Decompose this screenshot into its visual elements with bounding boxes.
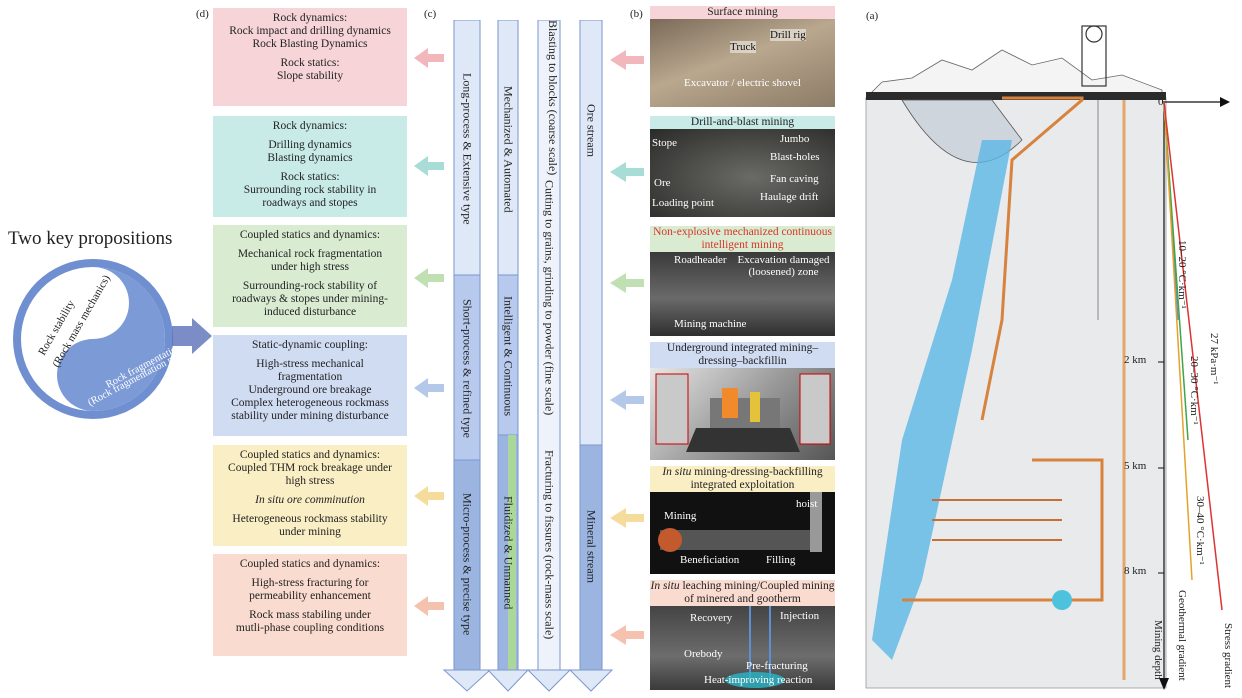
b-label: Mining bbox=[664, 510, 697, 522]
b-panel-title-italic: In situ bbox=[650, 580, 680, 592]
depth-label-5km: 5 km bbox=[1124, 460, 1147, 472]
d-box-non-explosive: Coupled statics and dynamics:Mechanical … bbox=[213, 225, 407, 327]
depth-label-8km: 8 km bbox=[1124, 565, 1147, 577]
b-label: Drill rig bbox=[770, 29, 806, 41]
c-col1-seg1: Long-process & Extensive type bbox=[460, 73, 475, 225]
gradient-20-30: 20–30 °C·km⁻¹ bbox=[1188, 355, 1200, 425]
c-col2-seg2: Intelligent & Continuous bbox=[501, 295, 516, 416]
b-arrows bbox=[610, 50, 644, 645]
axis-label-geothermal: Geothermal gradient bbox=[1176, 589, 1188, 681]
mine-section-diagram: 0 2 km 5 km 8 km 10–20 °C·km⁻¹ 20–30 °C·… bbox=[862, 20, 1242, 693]
d-box-leaching: Coupled statics and dynamics:High-stress… bbox=[213, 554, 407, 656]
yin-yang-diagram: Rock stability (Rock mass mechanics) Roc… bbox=[10, 256, 213, 422]
b-label: Roadheader bbox=[674, 254, 727, 266]
b-panel-drill-blast: Drill-and-blast mining Stope Jumbo Blast… bbox=[650, 116, 835, 217]
d-box-integrated: Static-dynamic coupling:High-stress mech… bbox=[213, 335, 407, 436]
b-panel-title: Underground integrated mining–dressing–b… bbox=[650, 342, 835, 368]
b-panel-title: Non-explosive mechanized continuous inte… bbox=[650, 226, 835, 252]
depth-label-2km: 2 km bbox=[1124, 354, 1147, 366]
b-label: Beneficiation bbox=[680, 554, 740, 566]
b-label: Injection bbox=[780, 610, 820, 622]
b-label: Heat-improving reaction bbox=[704, 674, 813, 686]
d-arrows bbox=[414, 48, 444, 616]
b-label: Stope bbox=[652, 137, 678, 149]
b-label: Blast-holes bbox=[770, 151, 820, 163]
b-panel-title: Drill-and-blast mining bbox=[650, 116, 835, 129]
b-label: Jumbo bbox=[780, 133, 810, 145]
propositions-title: Two key propositions bbox=[8, 228, 173, 249]
b-panel-leaching: In situ leaching mining/Coupled mining o… bbox=[650, 580, 835, 690]
c-columns-graphics bbox=[442, 20, 614, 692]
b-panel-non-explosive: Non-explosive mechanized continuous inte… bbox=[650, 226, 835, 336]
b-label: Haulage drift bbox=[760, 191, 819, 203]
b-label: hoist bbox=[796, 498, 818, 510]
panel-label-a: (a) bbox=[866, 10, 879, 22]
c-col3-seg3: Fracturing to fissures (rock-mass scale) bbox=[542, 450, 557, 640]
c-col1-seg2: Short-process & refined type bbox=[460, 298, 475, 438]
gradient-10-20: 10–20 °C·km⁻¹ bbox=[1176, 239, 1188, 309]
b-panel-surface: Surface mining Truck Drill rig Excavator… bbox=[650, 6, 835, 107]
gradient-30-40: 30–40 °C·km⁻¹ bbox=[1194, 495, 1206, 565]
c-col3-seg2: Cutting to grains, grinding to powder (f… bbox=[542, 180, 557, 416]
b-label: Excavation damaged (loosened) zone bbox=[737, 254, 830, 278]
b-panel-title: Surface mining bbox=[650, 6, 835, 19]
b-panel-title: leaching mining/Coupled mining of minere… bbox=[679, 580, 835, 605]
axis-label-stress: Stress gradient bbox=[1222, 623, 1234, 689]
origin-label: 0 bbox=[1158, 96, 1164, 108]
c-col4-seg2: Mineral stream bbox=[584, 509, 599, 583]
panel-label-d: (d) bbox=[196, 8, 209, 20]
c-col2-seg3: Fluidized & Unmanned bbox=[501, 496, 516, 610]
b-label: Truck bbox=[730, 41, 756, 53]
b-panel-title: mining-dressing-backfilling integrated e… bbox=[690, 466, 823, 491]
b-label: Ore bbox=[654, 177, 671, 189]
b-label: Excavator / electric shovel bbox=[684, 77, 801, 89]
b-label: Mining machine bbox=[674, 318, 747, 330]
axis-label-mining-depth: Mining depth bbox=[1152, 620, 1164, 680]
c-col4-seg1: Ore stream bbox=[584, 103, 599, 157]
stress-gradient-value: 27 kPa·m⁻¹ bbox=[1208, 333, 1220, 385]
b-panel-title-italic: In situ bbox=[662, 466, 692, 478]
panel-label-b: (b) bbox=[630, 8, 643, 20]
b-label: Orebody bbox=[684, 648, 723, 660]
d-box-surface: Rock dynamics:Rock impact and drilling d… bbox=[213, 8, 407, 106]
propositions-arrow bbox=[172, 318, 212, 354]
b-label: Loading point bbox=[652, 197, 715, 209]
b-label: Filling bbox=[766, 554, 796, 566]
d-box-in-situ: Coupled statics and dynamics:Coupled THM… bbox=[213, 445, 407, 546]
b-panel-integrated: Underground integrated mining–dressing–b… bbox=[650, 342, 835, 460]
c-col1-seg3: Micro-process & precise type bbox=[460, 493, 475, 636]
b-label: Fan caving bbox=[770, 173, 819, 185]
b-label: Pre-fracturing bbox=[746, 660, 808, 672]
panel-label-c: (c) bbox=[424, 8, 437, 20]
c-col3-seg1: Blasting to blocks (coarse scale) bbox=[546, 20, 560, 176]
b-panel-in-situ: In situ mining-dressing-backfilling inte… bbox=[650, 466, 835, 574]
c-col2-seg1: Mechanized & Automated bbox=[501, 85, 516, 213]
b-label: Recovery bbox=[690, 612, 733, 624]
